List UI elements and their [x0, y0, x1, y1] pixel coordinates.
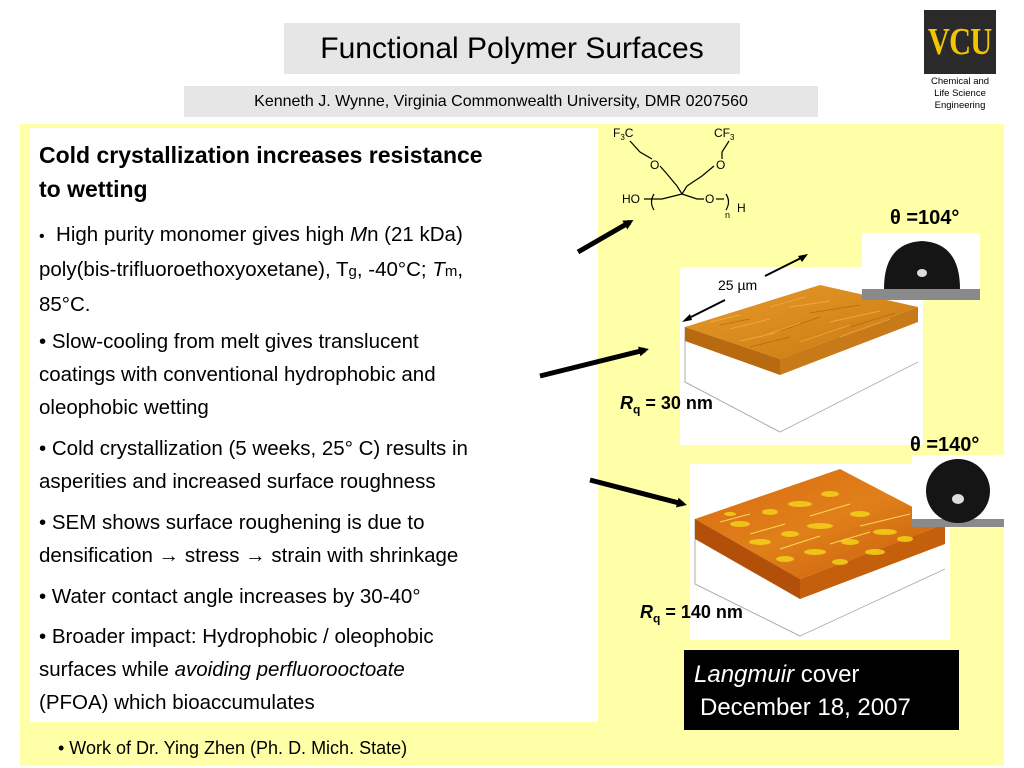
scale-arrow [682, 254, 808, 322]
h-label: H [737, 201, 746, 215]
bullet-text: T [432, 258, 445, 281]
water-droplet-bottom [912, 459, 1004, 527]
bullet-line: asperities and increased surface roughne… [39, 470, 436, 493]
arrow-to-structure [576, 219, 634, 255]
roughness-value: = 30 nm [640, 393, 713, 413]
logo-caption-line: Life Science [934, 88, 986, 99]
bullet-line: oleophobic wetting [39, 396, 209, 419]
droplet-image-top [862, 233, 980, 300]
langmuir-cover-box: Langmuir cover December 18, 2007 [684, 650, 959, 730]
cover-title: Langmuir cover [694, 658, 859, 691]
bullet-text: n (21 kDa) [367, 223, 463, 246]
roughness-label-bottom: Rq = 140 nm [640, 602, 743, 626]
bullet-line: 85°C. [39, 293, 91, 316]
bullet-line: • SEM shows surface roughening is due to [39, 511, 425, 534]
polymer-structure-diagram: F3C CF3 O O HO O n H [613, 126, 746, 220]
logo-caption-line: Engineering [934, 100, 986, 111]
vcu-logo-caption: Chemical and Life Science Engineering [922, 76, 998, 112]
droplet-image-bottom [912, 455, 1004, 527]
bullet-text: g [348, 263, 357, 280]
bullet-text: surfaces while [39, 658, 175, 681]
arrow-to-afm-top [539, 346, 649, 379]
scale-label: 25 µm [718, 277, 758, 293]
bullet-line: • High purity monomer gives high Mn (21 … [39, 218, 594, 253]
contact-angle-label-bottom: θ =140° [910, 434, 980, 456]
bullet-line: surfaces while avoiding perfluorooctoate [39, 653, 594, 686]
roughness-value: = 140 nm [660, 602, 743, 622]
bullet-line: • Slow-cooling from melt gives transluce… [39, 330, 419, 353]
logo-caption-line: Chemical and [930, 76, 990, 87]
heading-line: Cold crystallization increases resistanc… [39, 142, 483, 168]
oxygen-label: O [716, 158, 725, 172]
roughness-symbol: R [620, 393, 633, 413]
text-panel [30, 128, 598, 722]
arrow-to-afm-bottom [589, 477, 687, 508]
afm-image-smooth [680, 267, 923, 445]
bullet-slow-cooling: • Slow-cooling from melt gives transluce… [39, 325, 594, 424]
slide-title: Functional Polymer Surfaces [284, 23, 740, 74]
vcu-logo: VCU [924, 10, 996, 74]
bullet-contact-angle: • Water contact angle increases by 30-40… [39, 580, 594, 613]
afm-image-rough [690, 464, 950, 640]
cf3-label: CF3 [714, 126, 735, 142]
bullet-line: • Water contact angle increases by 30-40… [39, 585, 421, 608]
bullet-dot: • [39, 228, 45, 245]
repeat-n-label: n [725, 210, 730, 220]
bullet-text: avoiding perfluorooctoate [174, 658, 405, 681]
bullet-line: • Cold crystallization (5 weeks, 25° C) … [39, 437, 468, 460]
vcu-logo-text: VCU [928, 21, 992, 63]
bullet-cold-crystallization: • Cold crystallization (5 weeks, 25° C) … [39, 432, 594, 498]
bullet-text: , -40°C; [356, 258, 433, 281]
author-line-text: Kenneth J. Wynne, Virginia Commonwealth … [254, 92, 748, 110]
water-droplet-top [862, 241, 980, 300]
cover-date: December 18, 2007 [700, 694, 911, 721]
bullet-text: , [457, 258, 464, 281]
bullet-monomer: • High purity monomer gives high Mn (21 … [39, 218, 594, 321]
roughness-label-top: Rq = 30 nm [620, 393, 713, 417]
bullet-text: M [349, 223, 368, 246]
section-heading: Cold crystallization increases resistanc… [39, 138, 594, 206]
bullet-line: (PFOA) which bioaccumulates [39, 691, 315, 714]
bullet-text: poly(bis-trifluoroethoxyoxetane), T [39, 258, 349, 281]
bullet-line: densification → stress → strain with shr… [39, 544, 459, 567]
bullet-text: m [444, 263, 458, 280]
contact-angle-label-top: θ =104° [890, 207, 960, 229]
bullet-line: poly(bis-trifluoroethoxyoxetane), Tg, -4… [39, 253, 594, 288]
cover-word: cover [794, 661, 860, 688]
roughness-symbol: R [640, 602, 653, 622]
bullet-sem: • SEM shows surface roughening is due to… [39, 506, 594, 572]
heading-line: to wetting [39, 176, 148, 202]
ho-label: HO [622, 192, 640, 206]
slide-title-text: Functional Polymer Surfaces [320, 31, 704, 65]
bullet-line: • Broader impact: Hydrophobic / oleophob… [39, 625, 434, 648]
bullet-broader-impact: • Broader impact: Hydrophobic / oleophob… [39, 620, 594, 719]
afm-surface-smooth [684, 285, 919, 433]
author-line: Kenneth J. Wynne, Virginia Commonwealth … [184, 86, 818, 117]
footer-note: • Work of Dr. Ying Zhen (Ph. D. Mich. St… [58, 738, 408, 758]
afm-surface-rough [694, 469, 946, 637]
roughness-subscript: q [653, 611, 661, 626]
oxygen-label: O [705, 192, 714, 206]
journal-name: Langmuir [694, 661, 795, 688]
roughness-subscript: q [633, 402, 641, 417]
f3c-label: F3C [613, 126, 634, 142]
oxygen-label: O [650, 158, 659, 172]
bullet-text: High purity monomer gives high [56, 223, 350, 246]
bullet-line: coatings with conventional hydrophobic a… [39, 363, 436, 386]
